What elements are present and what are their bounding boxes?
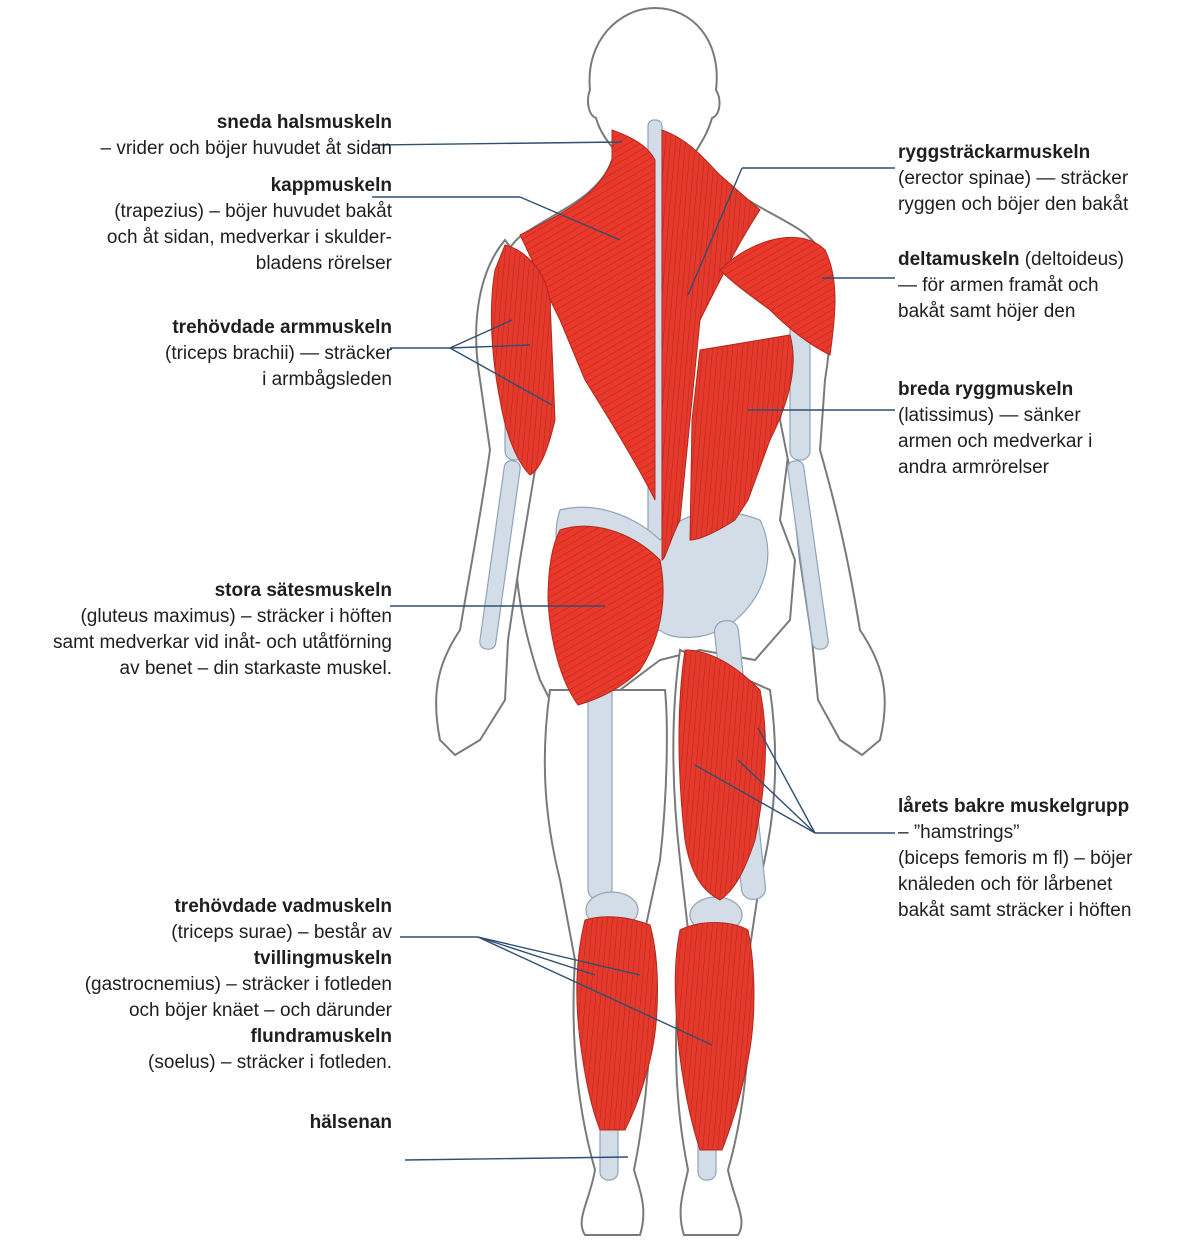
label-lat-desc: (latissimus) — sänker armen och medverka… — [898, 403, 1176, 481]
label-trapezius-desc: (trapezius) – böjer huvudet bakåt och åt… — [12, 199, 392, 277]
label-deltoid-title: deltamuskeln — [898, 249, 1019, 270]
label-calf-desc1: (triceps surae) – består av — [12, 920, 392, 946]
label-lat: breda ryggmuskeln (latissimus) — sänker … — [898, 377, 1176, 481]
label-neck: sneda halsmuskeln – vrider och böjer huv… — [12, 110, 392, 162]
label-neck-title: sneda halsmuskeln — [12, 110, 392, 136]
label-calf-title: trehövdade vadmuskeln — [12, 894, 392, 920]
gluteus-muscle — [548, 526, 663, 705]
label-calf: trehövdade vadmuskeln (triceps surae) – … — [12, 894, 392, 1076]
label-calf-desc3: (soelus) – sträcker i fotleden. — [12, 1050, 392, 1076]
label-deltoid-desc: — för armen framåt och bakåt samt höjer … — [898, 273, 1176, 325]
label-erector-title: ryggsträckarmuskeln — [898, 140, 1176, 166]
label-achilles-title: hälsenan — [12, 1110, 392, 1136]
label-erector-desc: (erector spinae) — sträcker ryggen och b… — [898, 166, 1176, 218]
label-hamstrings: lårets bakre muskelgrupp – ”hamstrings” … — [898, 794, 1176, 924]
label-deltoid: deltamuskeln (deltoideus) — för armen fr… — [898, 247, 1176, 325]
label-calf-desc2: (gastrocnemius) – sträcker i fotleden oc… — [12, 972, 392, 1024]
label-trapezius: kappmuskeln (trapezius) – böjer huvudet … — [12, 173, 392, 277]
label-calf-title2: tvillingmuskeln — [12, 946, 392, 972]
label-gluteus-title: stora sätesmuskeln — [2, 578, 392, 604]
label-triceps: trehövdade armmuskeln (triceps brachii) … — [12, 315, 392, 393]
label-deltoid-title-rest: (deltoideus) — [1019, 249, 1124, 270]
label-gluteus-desc: (gluteus maximus) – sträcker i höften sa… — [2, 604, 392, 682]
label-gluteus: stora sätesmuskeln (gluteus maximus) – s… — [2, 578, 392, 682]
label-hamstrings-desc: – ”hamstrings” (biceps femoris m fl) – b… — [898, 820, 1176, 924]
label-neck-desc: – vrider och böjer huvudet åt sidan — [12, 136, 392, 162]
label-hamstrings-title: lårets bakre muskelgrupp — [898, 794, 1176, 820]
label-deltoid-heading: deltamuskeln (deltoideus) — [898, 247, 1176, 273]
label-trapezius-title: kappmuskeln — [12, 173, 392, 199]
label-erector: ryggsträckarmuskeln (erector spinae) — s… — [898, 140, 1176, 218]
leader-neck — [372, 142, 622, 145]
label-triceps-desc: (triceps brachii) — sträcker i armbågsle… — [12, 341, 392, 393]
label-achilles: hälsenan — [12, 1110, 392, 1136]
label-calf-title3: flundramuskeln — [12, 1024, 392, 1050]
label-lat-title: breda ryggmuskeln — [898, 377, 1176, 403]
label-triceps-title: trehövdade armmuskeln — [12, 315, 392, 341]
